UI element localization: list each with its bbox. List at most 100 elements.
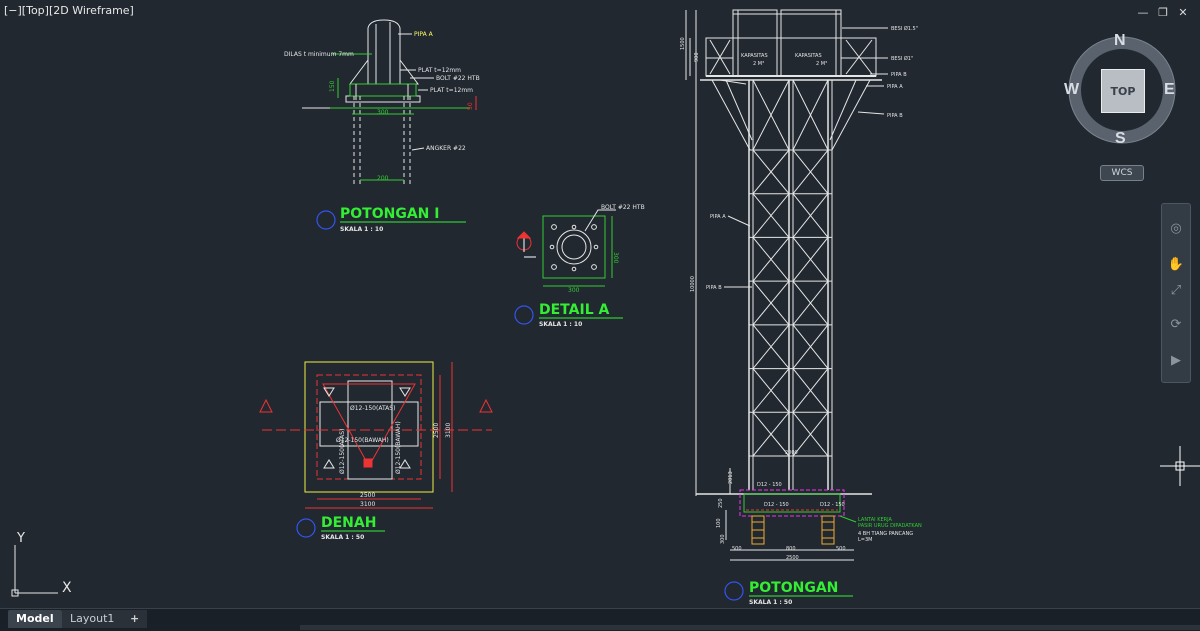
title-potongan: POTONGAN [749, 580, 838, 596]
dim-denah-2500: 2500 [360, 492, 375, 499]
denah-note-top: Ø12-150(ATAS) [350, 405, 395, 412]
crosshair-cursor [1160, 446, 1200, 486]
denah-note-mid: Ø12-150(BAWAH) [336, 437, 389, 444]
truss-diagonal [752, 324, 790, 369]
compass-north[interactable]: N [1114, 32, 1126, 49]
tank-right-capacity: KAPASITAS [795, 53, 822, 59]
drawing-viewport[interactable]: PIPA A DILAS t minimum 7mm PLAT t=12mm B… [0, 0, 1200, 608]
potongan-i-title-block: POTONGAN I SKALA 1 : 10 [316, 206, 466, 233]
ucs-x-label: X [62, 580, 72, 596]
section-marker-icon [316, 210, 336, 230]
tower-foundation [685, 10, 888, 561]
wcs-menu[interactable]: WCS [1100, 165, 1144, 181]
tank-left-capacity: KAPASITAS [741, 53, 768, 59]
dim-500-a: 500 [732, 546, 742, 552]
compass-east[interactable]: E [1164, 81, 1175, 98]
tab-model[interactable]: Model [8, 610, 62, 628]
note-tiang-pancang: 4 BH TIANG PANCANG [858, 531, 913, 537]
truss-diagonal [792, 237, 829, 282]
tower-elevation [700, 9, 882, 490]
tank-left-volume: 2 M³ [753, 61, 764, 67]
dim-denah-right-3100: 3100 [445, 423, 452, 438]
truss-diagonal [792, 193, 829, 238]
viewcube-top-face[interactable]: TOP [1101, 69, 1145, 113]
scale-detail-a: SKALA 1 : 10 [539, 321, 582, 328]
title-denah: DENAH [321, 515, 376, 531]
label-pipa-b-left: PIPA B [706, 285, 722, 291]
tower-truss [749, 79, 832, 457]
add-layout-button[interactable]: + [122, 610, 148, 628]
dim-2000: 2000 [785, 450, 798, 456]
detail-a-plate [516, 209, 616, 287]
section-marker-icon [296, 518, 316, 538]
cad-drawing-canvas[interactable]: PIPA A DILAS t minimum 7mm PLAT t=12mm B… [0, 0, 1200, 608]
note-l3m: L=3M [858, 537, 872, 543]
denah-labels: Ø12-150(ATAS) Ø12-150(BAWAH) Ø12-150(ATA… [336, 405, 452, 508]
tower-labels: KAPASITAS 2 M³ KAPASITAS 2 M³ BESI Ø1.5"… [680, 25, 922, 561]
dim-300: 300 [720, 534, 726, 544]
truss-diagonal [792, 368, 829, 413]
dim-200: 200 [377, 175, 389, 182]
viewcube[interactable]: N S E W TOP [1064, 32, 1180, 150]
navigation-bar[interactable]: ◎ ✋ ⤢ ⟳ ▶ [1161, 203, 1191, 383]
viewport-controls-label[interactable]: [−][Top][2D Wireframe] [4, 4, 134, 17]
scale-denah: SKALA 1 : 50 [321, 534, 364, 541]
restore-icon[interactable]: ❐ [1158, 6, 1168, 19]
dim-800: 800 [786, 546, 796, 552]
zoom-extents-icon[interactable]: ⤢ [1170, 283, 1182, 298]
truss-diagonal [792, 280, 829, 326]
section-marker-icon [724, 581, 744, 601]
potongan-i-labels: PIPA A DILAS t minimum 7mm PLAT t=12mm B… [284, 31, 480, 182]
truss-diagonal [752, 79, 790, 151]
title-potongan-i: POTONGAN I [340, 206, 439, 222]
truss-diagonal [752, 280, 790, 326]
dim-d12-a: D12 - 150 [757, 482, 782, 488]
dim-10000: 10000 [690, 276, 696, 292]
label-dilas: DILAS t minimum 7mm [284, 51, 354, 58]
scale-potongan: SKALA 1 : 50 [749, 599, 792, 606]
dim-2013: 2013 [728, 471, 734, 484]
orbit-icon[interactable]: ⟳ [1170, 317, 1182, 332]
compass-ring[interactable] [1068, 34, 1180, 150]
title-detail-a: DETAIL A [539, 302, 609, 318]
section-marker-icon [514, 305, 534, 325]
label-plat-1: PLAT t=12mm [418, 67, 461, 74]
dim-250: 250 [718, 498, 724, 508]
truss-diagonal [792, 79, 829, 151]
compass-west[interactable]: W [1064, 81, 1080, 98]
tank-right-volume: 2 M³ [816, 61, 827, 67]
truss-diagonal [752, 411, 790, 457]
truss-diagonal [792, 411, 829, 457]
dim-900: 900 [694, 52, 700, 62]
dim-denah-right-2500: 2500 [433, 423, 440, 438]
label-pipa-a-1: PIPA A [887, 84, 903, 90]
ucs-y-label: Y [16, 531, 25, 546]
showmotion-icon[interactable]: ▶ [1171, 353, 1181, 368]
truss-diagonal [792, 324, 829, 369]
label-angker: ANGKER #22 [426, 145, 466, 152]
dim-d12-b: D12 - 150 [764, 502, 789, 508]
dim-150: 150 [329, 80, 336, 92]
label-pipa-b-1: PIPA B [891, 72, 907, 78]
ucs-icon: Y X [11, 531, 72, 597]
tab-layout1[interactable]: Layout1 [62, 610, 123, 628]
label-besi-15: BESI Ø1.5" [891, 25, 918, 32]
horizontal-scrollbar[interactable] [300, 625, 1200, 630]
close-icon[interactable]: ✕ [1178, 6, 1188, 19]
dim-detail-right: 300 [612, 252, 619, 264]
pan-icon[interactable]: ✋ [1167, 257, 1185, 272]
scale-potongan-i: SKALA 1 : 10 [340, 226, 383, 233]
label-besi-1: BESI Ø1" [891, 55, 913, 62]
steering-wheel-icon[interactable]: ◎ [1170, 221, 1182, 236]
label-plat-2: PLAT t=12mm [430, 87, 473, 94]
label-detail-bolt: BOLT #22 HTB [601, 204, 645, 211]
note-pasir-urug: PASIR URUG DIPADATKAN [858, 523, 922, 529]
label-pipa-b-2: PIPA B [887, 113, 903, 119]
denah-plan [259, 361, 493, 509]
dim-50: 50 [467, 102, 474, 110]
compass-south[interactable]: S [1115, 130, 1126, 147]
dim-denah-3100: 3100 [360, 501, 375, 508]
truss-diagonal [752, 237, 790, 282]
label-pipa-a: PIPA A [414, 31, 434, 38]
minimize-icon[interactable]: — [1137, 6, 1149, 19]
